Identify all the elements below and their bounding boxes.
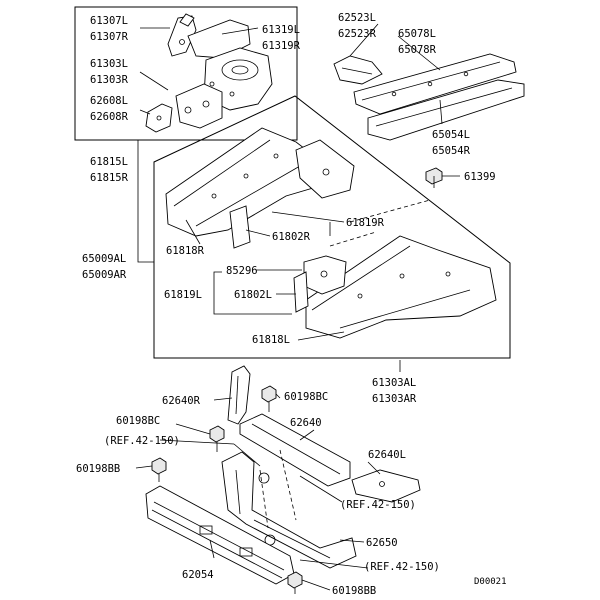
label-61399: 61399 — [464, 171, 496, 183]
label-62608l: 62608L — [90, 95, 128, 107]
front-side-member-left — [305, 235, 497, 339]
label-60198bb-left: 60198BB — [76, 463, 120, 475]
ref-42-150-middle: (REF.42-150) — [340, 499, 416, 511]
label-65054r: 65054R — [432, 145, 471, 157]
bolt-60198bb-bottom — [287, 571, 303, 594]
side-rail-65078 — [353, 53, 517, 115]
label-61319l: 61319L — [262, 24, 300, 36]
label-62640: 62640 — [290, 417, 322, 429]
bracket-61802l — [293, 271, 309, 313]
crossmember-61819r — [295, 139, 355, 199]
label-61802r: 61802R — [272, 231, 311, 243]
label-61303l: 61303L — [90, 58, 128, 70]
ref-42-150-top: (REF.42-150) — [104, 435, 180, 447]
label-61303ar: 61303AR — [372, 393, 417, 405]
small-gusset-62523 — [333, 55, 383, 85]
bolt-60198bc-left — [209, 425, 225, 452]
bracket-62640r — [227, 365, 251, 425]
label-62650: 62650 — [366, 537, 398, 549]
label-61815l: 61815L — [90, 156, 128, 168]
front-pillar-brace — [167, 13, 197, 57]
label-61818r: 61818R — [166, 245, 205, 257]
label-62640r: 62640R — [162, 395, 201, 407]
small-bracket — [145, 103, 173, 133]
label-61307r: 61307R — [90, 31, 129, 43]
bolt-60198bc-top — [261, 385, 277, 412]
label-62523l: 62523L — [338, 12, 376, 24]
label-61303r: 61303R — [90, 74, 129, 86]
shock-tower-lower — [175, 83, 223, 129]
label-62523r: 62523R — [338, 28, 377, 40]
diagram-code: D00021 — [474, 577, 507, 587]
side-sill-65054 — [367, 79, 525, 141]
label-60198bb-bottom: 60198BB — [332, 585, 376, 597]
bolt-61399 — [425, 167, 443, 188]
label-60198bc-top: 60198BC — [284, 391, 328, 403]
label-65054l: 65054L — [432, 129, 470, 141]
label-61818l: 61818L — [252, 334, 290, 346]
label-65009ar: 65009AR — [82, 269, 127, 281]
label-65009al: 65009AL — [82, 253, 126, 265]
ref-42-150-bottom: (REF.42-150) — [364, 561, 440, 573]
label-60198bc-left: 60198BC — [116, 415, 160, 427]
upper-radiator-support — [239, 413, 351, 487]
bracket-62640l — [351, 469, 421, 503]
label-65078r: 65078R — [398, 44, 437, 56]
label-65078l: 65078L — [398, 28, 436, 40]
bolt-60198bb-left — [151, 457, 167, 482]
label-61815r: 61815R — [90, 172, 129, 184]
label-61307l: 61307L — [90, 15, 128, 27]
label-61819l: 61819L — [164, 289, 202, 301]
bracket-61802r — [229, 205, 251, 249]
upper-left-group-box — [74, 6, 298, 141]
label-62608r: 62608R — [90, 111, 129, 123]
label-62054: 62054 — [182, 569, 214, 581]
label-61303al: 61303AL — [372, 377, 416, 389]
radiator-frame-62650 — [221, 451, 357, 569]
label-61819r: 61819R — [346, 217, 385, 229]
label-62640l: 62640L — [368, 449, 406, 461]
main-group-box — [153, 95, 511, 359]
label-61319r: 61319R — [262, 40, 301, 52]
label-61802l: 61802L — [234, 289, 272, 301]
label-85296: 85296 — [226, 265, 258, 277]
